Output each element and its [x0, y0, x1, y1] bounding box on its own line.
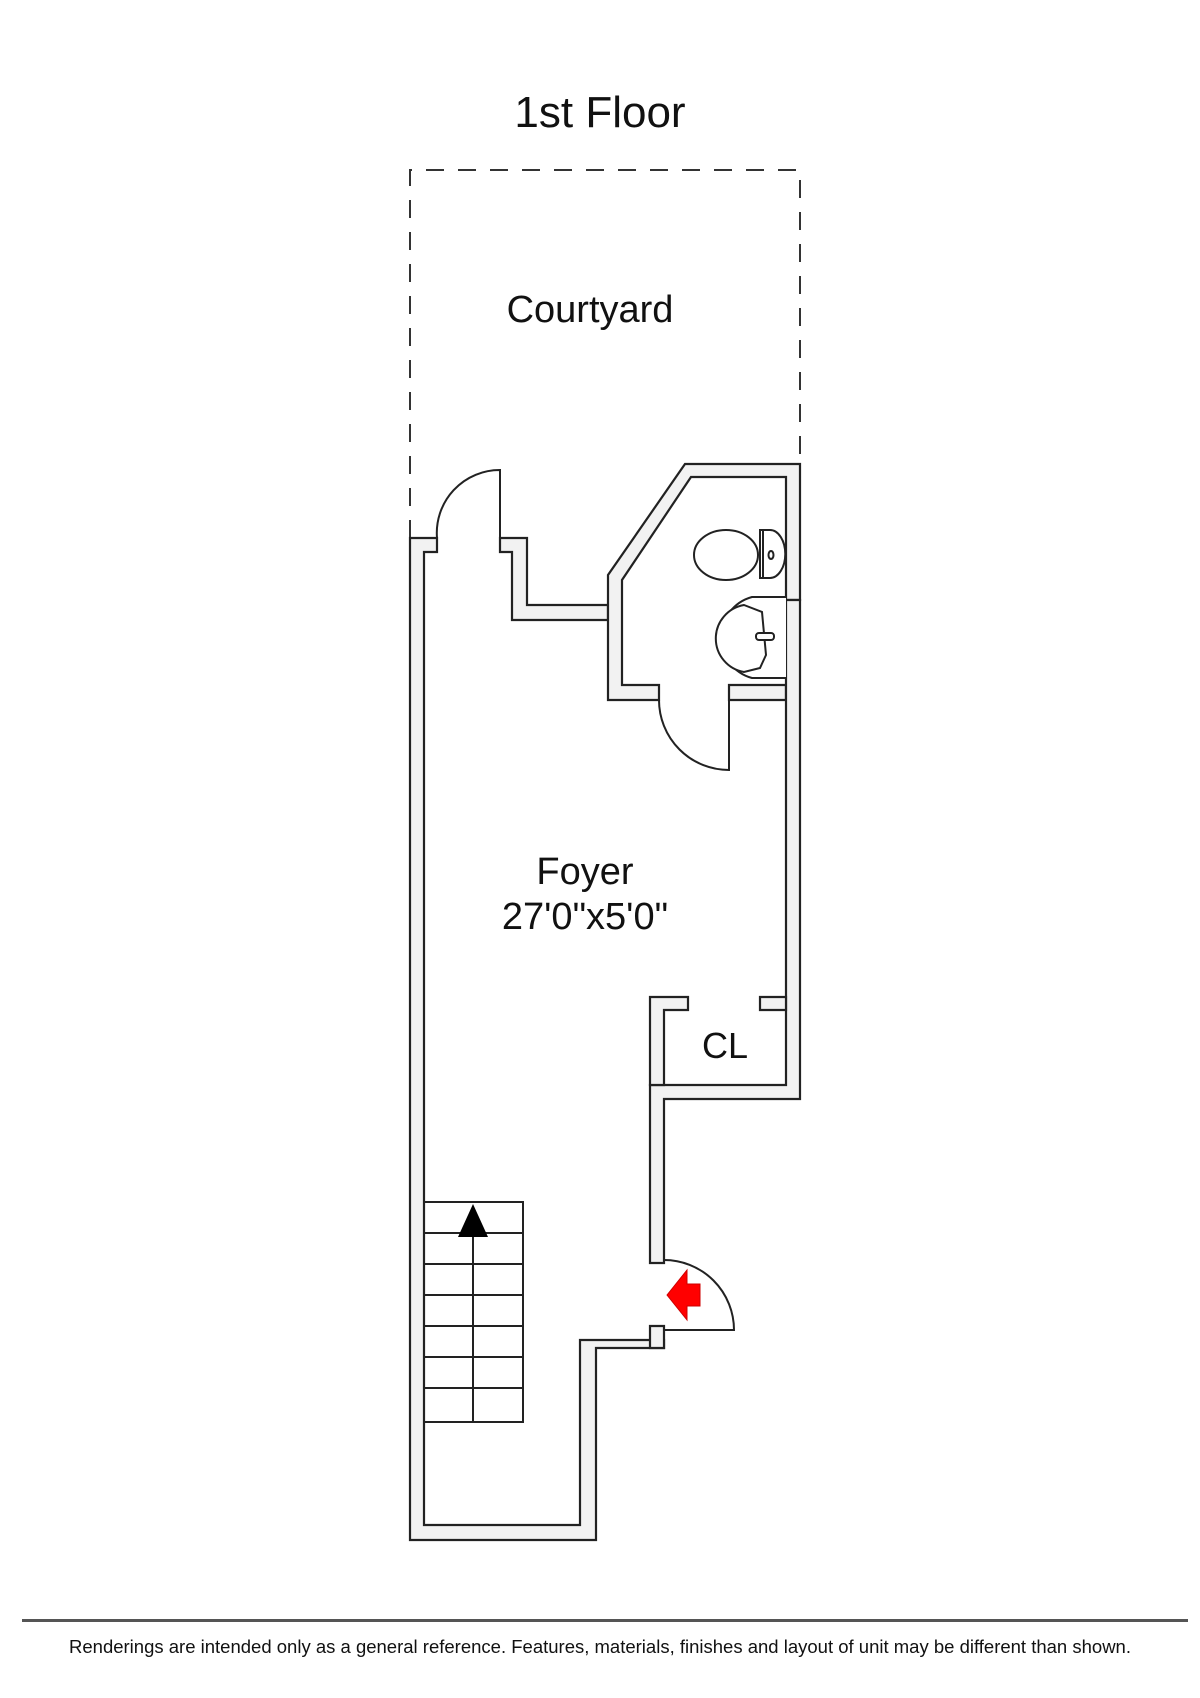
toilet-icon [693, 529, 787, 581]
courtyard-door[interactable] [435, 468, 501, 539]
room-label-foyer: Foyer 27'0"x5'0" [460, 850, 710, 940]
wall-bathroom [606, 462, 802, 702]
courtyard-outline [409, 169, 801, 538]
room-name: Courtyard [506, 289, 674, 331]
wall-closet-right [758, 995, 788, 1012]
staircase [423, 1201, 524, 1423]
disclaimer-text: Renderings are intended only as a genera… [69, 1636, 1131, 1657]
room-name: CL [701, 1025, 749, 1066]
wall-entry-step [648, 1324, 666, 1350]
bathroom-door[interactable] [658, 699, 730, 772]
wall-closet [648, 995, 690, 1087]
room-dimensions: 27'0"x5'0" [501, 895, 669, 938]
footer-divider [22, 1619, 1188, 1622]
entry-door[interactable] [663, 1259, 736, 1331]
stair-up-arrow-icon [458, 1204, 488, 1237]
entry-arrow-icon [666, 1268, 701, 1322]
wall-bathroom-door-right [727, 683, 788, 702]
sink-icon [714, 596, 786, 679]
room-label-closet: CL [680, 1025, 770, 1067]
floor-title: 1st Floor [514, 88, 686, 137]
room-name: Foyer [536, 851, 634, 893]
wall-north-step [498, 536, 610, 622]
room-label-courtyard: Courtyard [460, 288, 720, 333]
wall-west [408, 536, 666, 1542]
